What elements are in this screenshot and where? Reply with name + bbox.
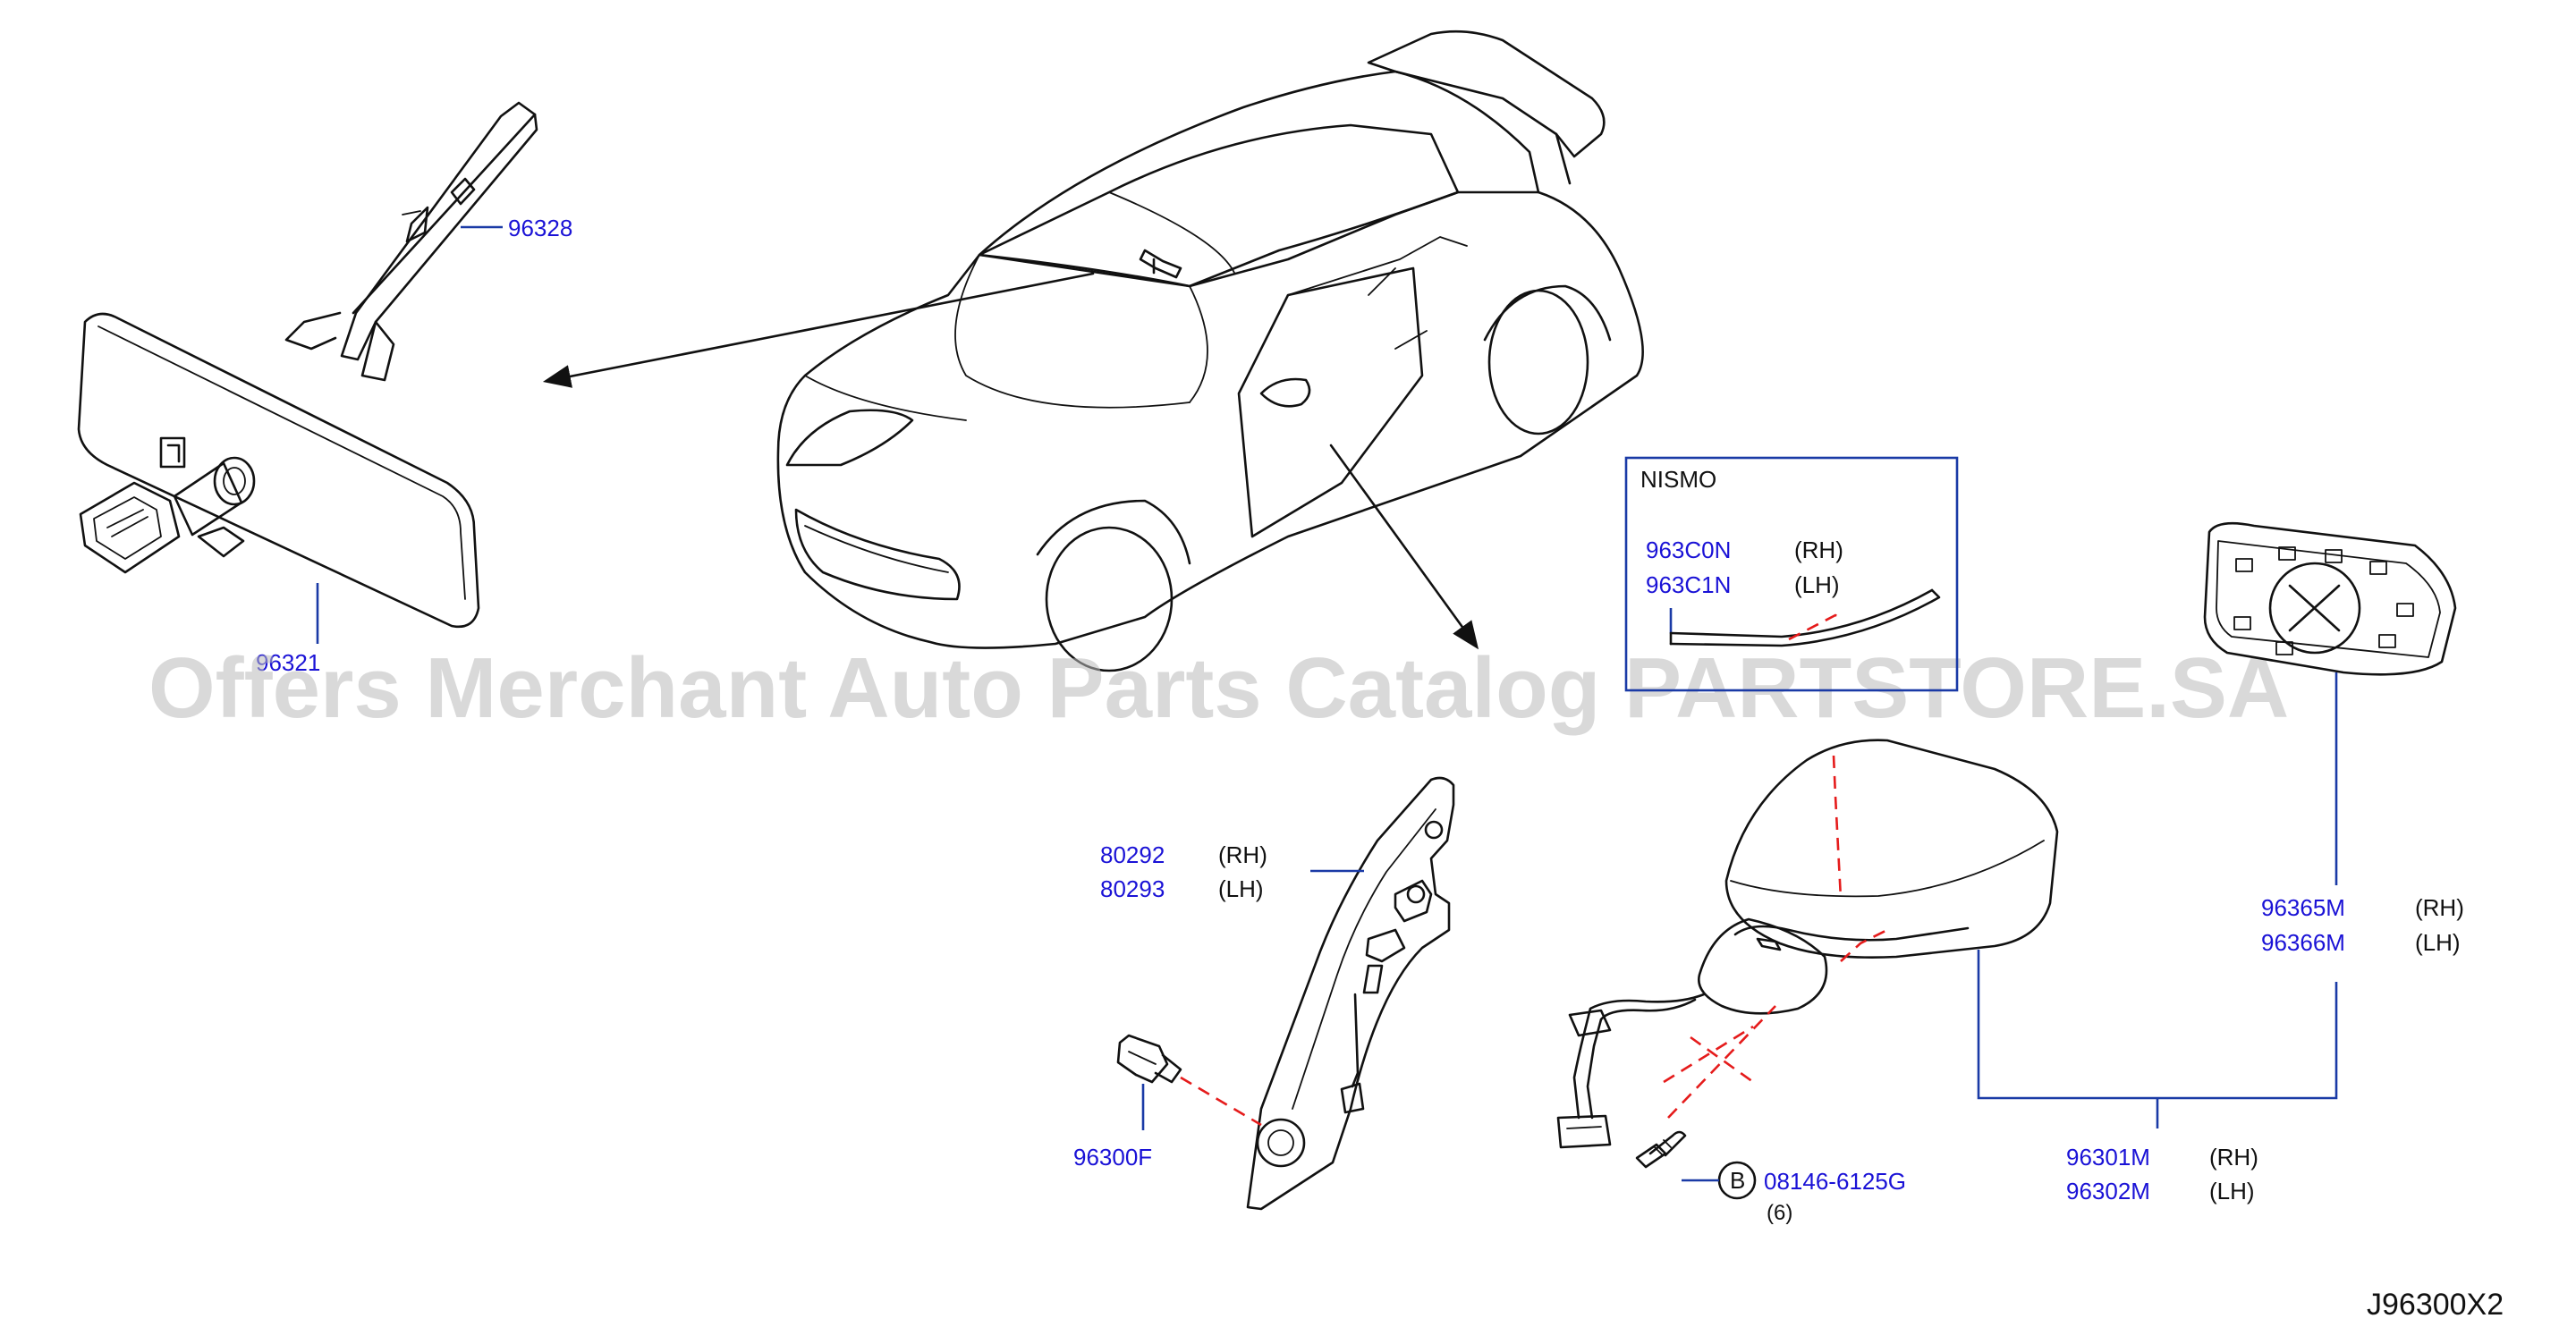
clip-drawing	[1116, 1034, 1182, 1084]
part-number-96365M[interactable]: 96365M	[2261, 894, 2345, 921]
arrow-to-inside-mirror	[542, 272, 1095, 388]
qualifier-96301M: (RH)	[2209, 1144, 2258, 1171]
garnish-strip-drawing	[1669, 588, 1941, 647]
part-number-96328[interactable]: 96328	[508, 215, 572, 241]
dash-garnish-top	[1788, 613, 1843, 641]
car-illustration	[776, 30, 1644, 672]
mirror-glass-drawing	[2203, 521, 2457, 676]
dash-clip	[1180, 1076, 1262, 1127]
part-number-96300F[interactable]: 96300F	[1073, 1144, 1152, 1171]
part-number-963C0N[interactable]: 963C0N	[1646, 537, 1731, 563]
quantity-08146: (6)	[1767, 1201, 1792, 1225]
part-number-96321[interactable]: 96321	[256, 649, 320, 676]
qualifier-80292: (RH)	[1218, 841, 1267, 868]
qualifier-96365M: (RH)	[2415, 894, 2464, 921]
nismo-label: NISMO	[1640, 466, 1716, 493]
part-number-80293[interactable]: 80293	[1100, 875, 1165, 902]
part-number-08146-6125G[interactable]: 08146-6125G	[1764, 1168, 1906, 1195]
part-number-80292[interactable]: 80292	[1100, 841, 1165, 868]
part-number-96301M[interactable]: 96301M	[2066, 1144, 2150, 1171]
part-number-96366M[interactable]: 96366M	[2261, 929, 2345, 956]
qualifier-963C1N: (LH)	[1794, 571, 1840, 598]
dash-mirror-lower	[1840, 928, 1888, 962]
corner-finisher-drawing	[1246, 776, 1455, 1211]
watermark: Offers Merchant Auto Parts Catalog PARTS…	[148, 640, 2289, 736]
qualifier-96302M: (LH)	[2209, 1178, 2255, 1204]
qualifier-96366M: (LH)	[2415, 929, 2461, 956]
diagram-code: J96300X2	[2367, 1288, 2504, 1322]
inside-mirror-drawing	[77, 312, 480, 629]
part-number-963C1N[interactable]: 963C1N	[1646, 571, 1731, 598]
dash-mirror-upper	[1832, 755, 1843, 900]
callout-letter-b: B	[1730, 1167, 1745, 1194]
screw-drawing	[1635, 1130, 1687, 1169]
leader-96301M	[1977, 950, 2338, 1100]
door-mirror-drawing	[1556, 739, 2059, 1149]
part-number-96302M[interactable]: 96302M	[2066, 1178, 2150, 1204]
nismo-group-box	[1624, 456, 1959, 692]
dash-screw	[1663, 1005, 1776, 1119]
cover-clip-drawing	[284, 101, 538, 382]
qualifier-80293: (LH)	[1218, 875, 1264, 902]
arrow-to-door-mirror	[1329, 444, 1479, 650]
qualifier-963C0N: (RH)	[1794, 537, 1843, 563]
